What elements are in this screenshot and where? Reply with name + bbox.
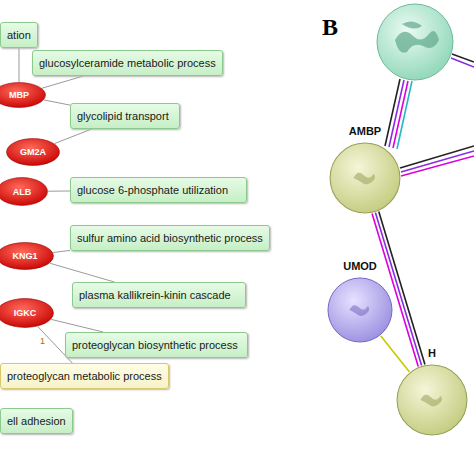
interaction-link — [53, 250, 70, 252]
go-term-box: glycolipid transport — [70, 103, 180, 129]
string-protein-node: UMOD — [327, 257, 393, 343]
go-term-box: glucosylceramide metabolic process — [32, 50, 223, 76]
protein-ellipse: ALB — [0, 177, 48, 206]
protein-label: AMBP — [329, 122, 401, 140]
go-term-text: glucosylceramide metabolic process — [39, 51, 216, 75]
protein-node-circle — [377, 4, 453, 80]
protein-ellipse: MBP — [0, 82, 46, 108]
protein-ellipse: GM2A — [6, 138, 60, 166]
protein-name: MBP — [0, 82, 46, 108]
go-term-text: ation — [7, 23, 31, 47]
protein-circle — [329, 142, 401, 214]
string-protein-node: AMBP — [329, 122, 401, 214]
interaction-link — [381, 336, 410, 372]
panel-letter: B — [322, 14, 338, 41]
go-term-text: ell adhesion — [7, 409, 66, 433]
go-term-box: sulfur amino acid biosynthetic process — [70, 225, 270, 251]
protein-name: ALB — [0, 177, 48, 206]
protein-label: UMOD — [327, 257, 393, 275]
protein-circle — [327, 277, 393, 343]
protein-label: H — [396, 344, 468, 362]
protein-name: GM2A — [6, 138, 60, 166]
protein-name: IGKC — [0, 298, 54, 328]
go-term-box: ell adhesion — [0, 408, 73, 434]
go-term-text: glycolipid transport — [77, 104, 173, 128]
protein-ellipse: IGKC — [0, 298, 54, 328]
interaction-link — [19, 48, 20, 82]
interaction-link — [55, 129, 92, 144]
go-term-box: proteoglycan biosynthetic process — [65, 332, 248, 358]
interaction-link — [42, 76, 83, 88]
edge-count: 1 — [40, 336, 45, 346]
go-term-box: proteoglycan metabolic process — [0, 363, 169, 389]
interaction-link — [48, 190, 70, 191]
go-term-text: plasma kallikrein-kinin cascade — [79, 283, 239, 307]
go-term-text: glucose 6-phosphate utilization — [77, 178, 240, 202]
string-protein-node: H — [396, 344, 468, 436]
go-term-text: proteoglycan metabolic process — [7, 364, 162, 388]
interaction-link — [51, 319, 103, 332]
protein-ellipse: KNG1 — [0, 242, 54, 270]
go-term-box: plasma kallikrein-kinin cascade — [72, 282, 246, 308]
go-term-box: ation — [0, 22, 38, 48]
protein-circle — [396, 364, 468, 436]
go-term-text: proteoglycan biosynthetic process — [72, 333, 241, 357]
protein-name: KNG1 — [0, 242, 54, 270]
go-term-box: glucose 6-phosphate utilization — [70, 177, 247, 203]
interaction-link — [44, 100, 70, 105]
go-term-text: sulfur amino acid biosynthetic process — [77, 226, 263, 250]
interaction-link — [50, 263, 114, 282]
